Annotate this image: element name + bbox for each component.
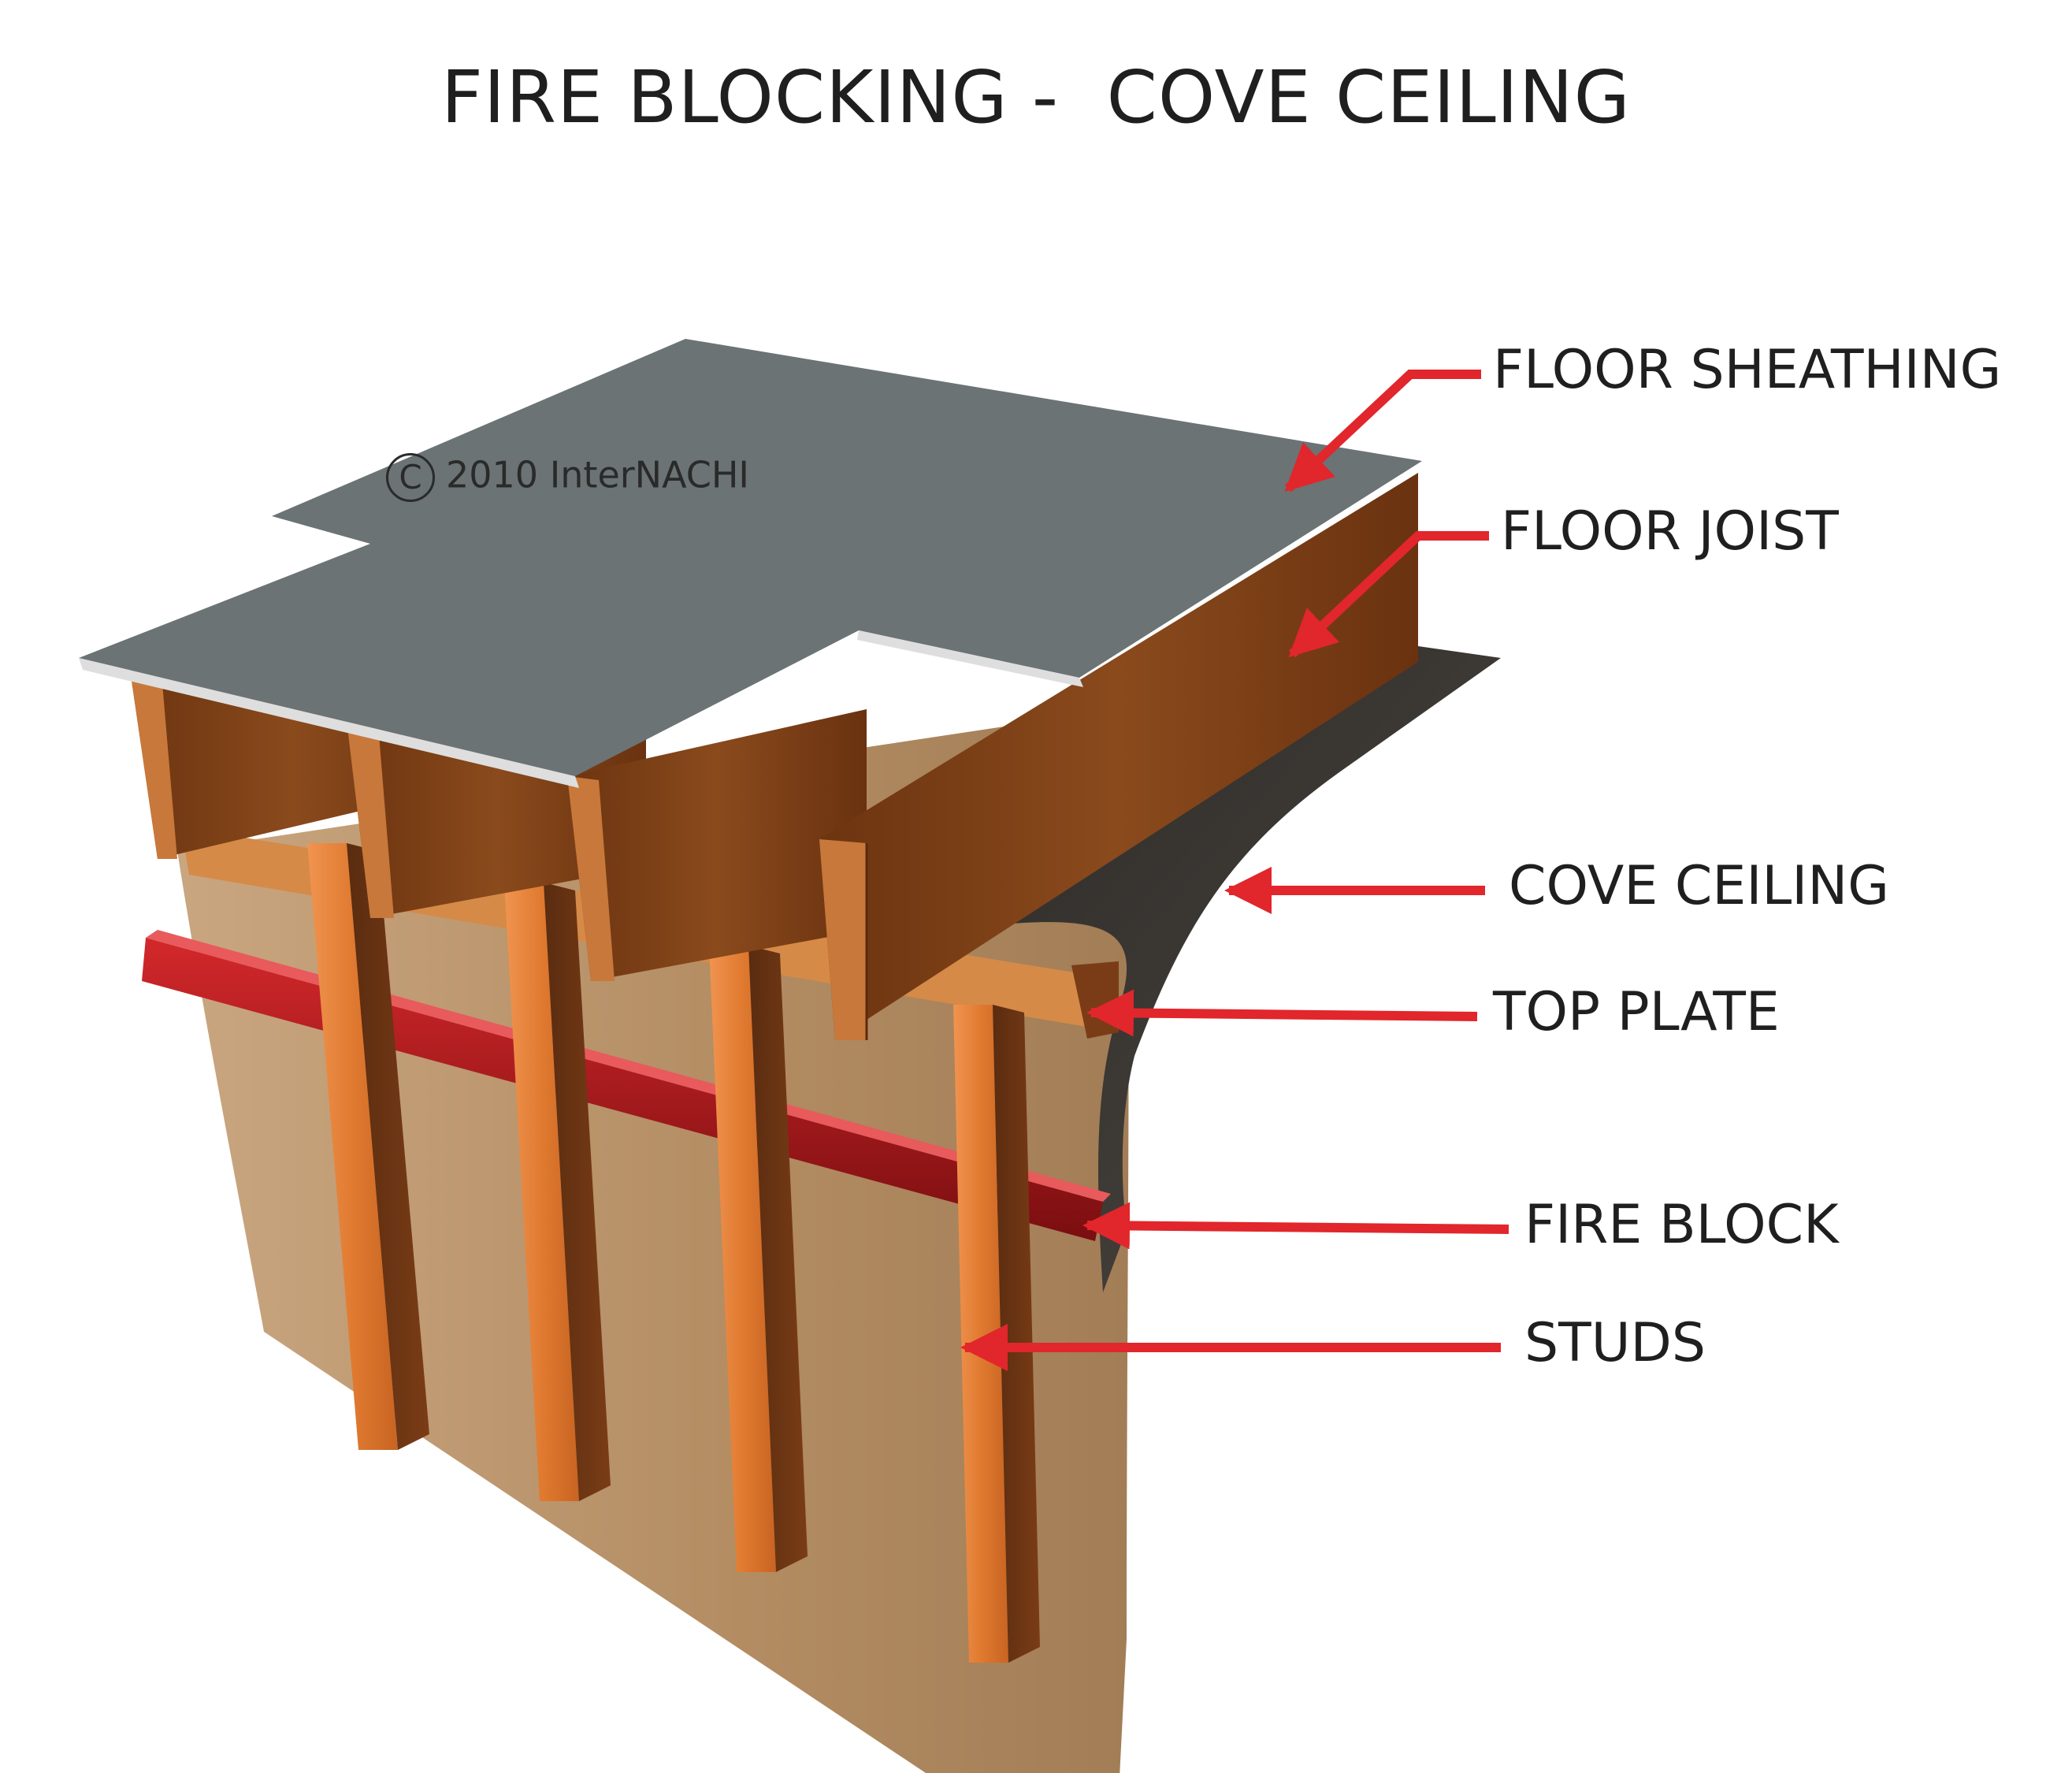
arrow-floor-sheathing (1284, 370, 1481, 492)
label-floor-sheathing: FLOOR SHEATHING (1493, 339, 2002, 401)
copyright-text: 2010 InterNACHI (446, 453, 750, 496)
label-cove-ceiling: COVE CEILING (1509, 855, 1889, 917)
label-top-plate: TOP PLATE (1493, 981, 1780, 1043)
stud-1 (307, 843, 429, 1450)
copyright-notice: C 2010 InterNACHI (386, 453, 749, 502)
copyright-symbol: C (386, 453, 435, 502)
callout-arrows (960, 370, 1509, 1371)
label-floor-joist: FLOOR JOIST (1501, 500, 1839, 563)
arrow-fire-block (1082, 1202, 1509, 1250)
label-studs: STUDS (1524, 1312, 1706, 1374)
page-title: FIRE BLOCKING - COVE CEILING (0, 55, 2072, 139)
stud-2 (504, 883, 611, 1501)
label-fire-block: FIRE BLOCK (1524, 1194, 1839, 1256)
stud-3 (709, 946, 808, 1572)
floor-sheathing (79, 339, 1422, 788)
title-text: FIRE BLOCKING - COVE CEILING (441, 55, 1631, 139)
arrow-floor-joist (1288, 531, 1489, 658)
arrow-top-plate (1086, 989, 1478, 1037)
floor-joists (130, 473, 1418, 1040)
